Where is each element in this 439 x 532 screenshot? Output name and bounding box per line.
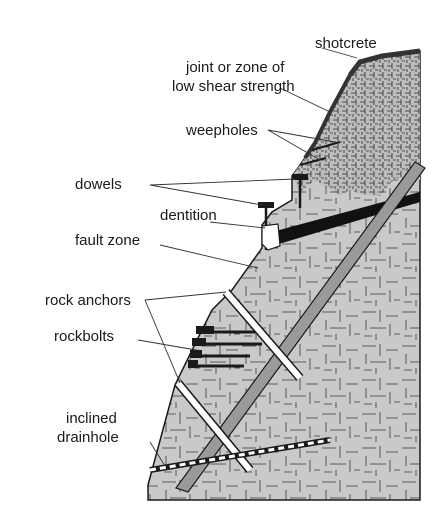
label-fault-zone: fault zone (75, 232, 140, 249)
dentition-infill (261, 223, 281, 251)
label-rock-anchors: rock anchors (45, 292, 131, 309)
label-drainhole-line2: drainhole (57, 429, 119, 446)
label-dentition: dentition (160, 207, 217, 224)
rockbolt-plates (188, 326, 214, 368)
jointed-zone (292, 51, 420, 196)
label-shotcrete: shotcrete (315, 35, 377, 52)
label-dowels: dowels (75, 176, 122, 193)
fault-zone-band (175, 161, 426, 493)
weepholes-group (299, 141, 341, 166)
label-weepholes: weepholes (185, 122, 258, 139)
label-joint-line2: low shear strength (172, 78, 295, 95)
leader-lines (137, 47, 358, 467)
dowel-heads (258, 174, 308, 208)
label-rockbolts: rockbolts (54, 328, 114, 345)
label-joint-line1: joint or zone of (185, 59, 285, 76)
shotcrete-layer (348, 48, 421, 77)
label-drainhole-line1: inclined (66, 410, 117, 427)
rock-anchor-upper (222, 289, 304, 381)
